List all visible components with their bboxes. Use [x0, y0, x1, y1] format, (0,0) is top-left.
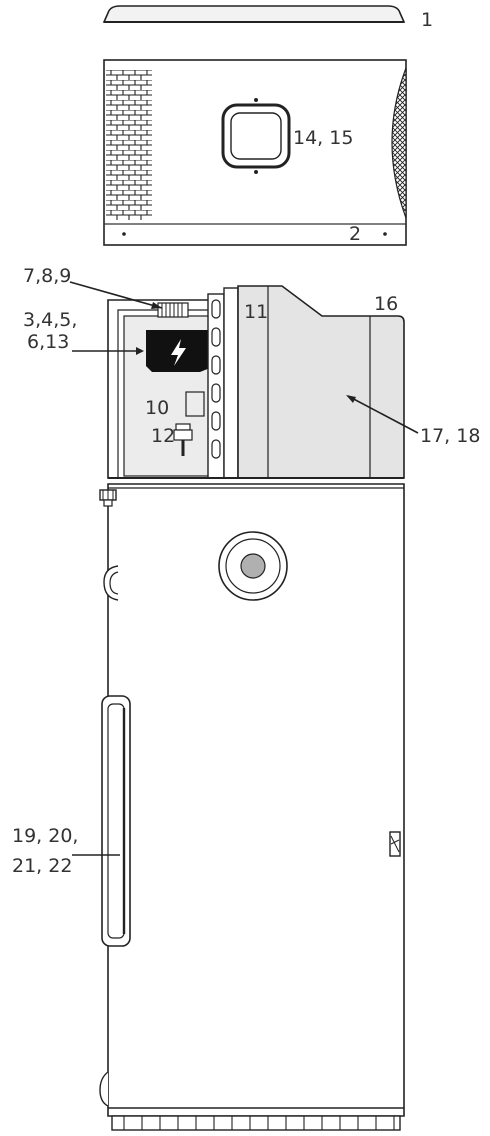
label-6-13: 6,13 [27, 331, 69, 353]
leader-17 [347, 395, 419, 434]
sensor-12 [173, 423, 193, 456]
lightning-bolt-icon [171, 339, 186, 366]
top-lid [102, 5, 406, 23]
leader-789 [69, 281, 163, 309]
label-1: 1 [421, 9, 433, 31]
leader-lines [69, 281, 419, 856]
label-2: 2 [349, 223, 361, 245]
label-11: 11 [244, 301, 268, 323]
part-labels: 1 2 14, 15 7,8,9 3,4,5, 6,13 10 11 12 16… [12, 9, 480, 877]
label-14-15: 14, 15 [293, 127, 353, 149]
side-handle [101, 695, 131, 947]
top-cover-panel [103, 59, 407, 246]
control-box [146, 330, 210, 372]
label-19-20: 19, 20, [12, 825, 78, 847]
coil-11 [207, 287, 239, 479]
label-10: 10 [145, 397, 169, 419]
right-connector [389, 831, 401, 857]
upper-assembly [107, 285, 405, 479]
label-21-22: 21, 22 [12, 855, 72, 877]
label-3-4-5: 3,4,5, [23, 309, 77, 331]
label-16: 16 [374, 293, 398, 315]
label-12: 12 [151, 425, 175, 447]
label-7-8-9: 7,8,9 [23, 265, 71, 287]
round-port [218, 531, 288, 601]
label-17-18: 17, 18 [420, 425, 480, 447]
fan-housing [237, 285, 405, 479]
tank-body [99, 483, 405, 1131]
